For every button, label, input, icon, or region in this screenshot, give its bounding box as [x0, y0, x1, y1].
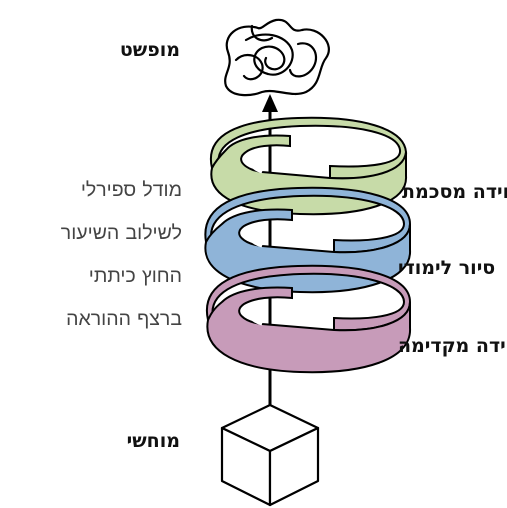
arrow-head: [262, 94, 278, 112]
band-summary-label: יחידה מסכמת: [402, 181, 507, 203]
band-preliminary-front: [206, 286, 412, 374]
scribble-icon: [224, 18, 330, 97]
description-line: החוץ כיתתי: [88, 264, 182, 287]
band-preliminary: [205, 264, 412, 374]
description-line: ברצף ההוראה: [66, 307, 182, 330]
model-description: מודל ספירלי לשילוב השיעור החוץ כיתתי ברצ…: [0, 168, 182, 340]
cube-icon: [220, 403, 320, 507]
band-preliminary-label: יחידה מקדימה: [398, 335, 507, 357]
band-tour-label: סיור לימודי: [398, 257, 495, 279]
concrete-label: מוחשי: [126, 430, 180, 452]
abstract-label: מופשט: [119, 39, 180, 61]
description-line: לשילוב השיעור: [60, 221, 182, 244]
description-line: מודל ספירלי: [80, 178, 182, 201]
